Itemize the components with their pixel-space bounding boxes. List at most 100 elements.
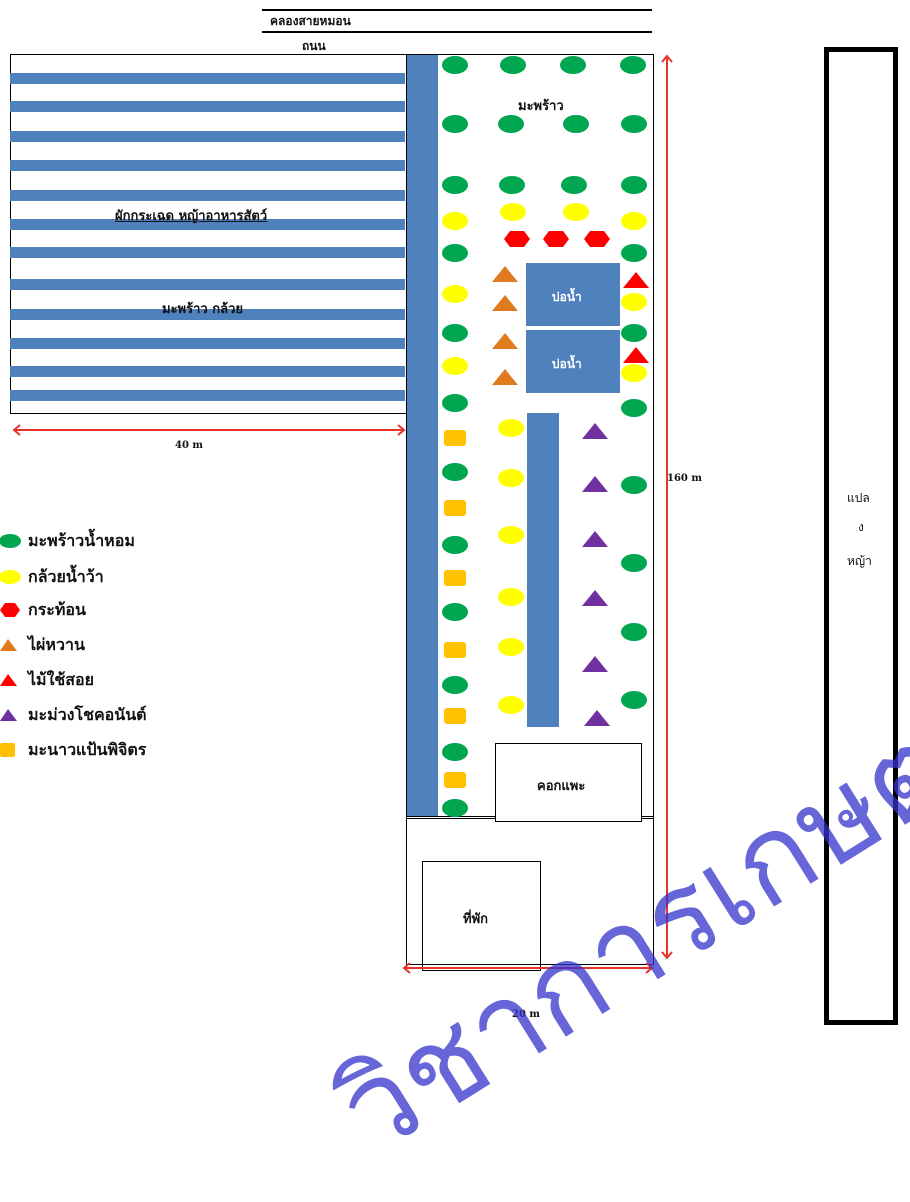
coconut-tree-marker xyxy=(621,399,647,417)
coconut-tree-marker xyxy=(442,56,468,74)
coconut-tree-marker xyxy=(563,115,589,133)
lime-tree-marker xyxy=(444,570,466,586)
banana-tree-marker xyxy=(621,364,647,382)
coconut-tree-marker xyxy=(499,176,525,194)
raised-bed-stripe xyxy=(10,390,405,401)
raised-bed-stripe xyxy=(10,160,405,171)
lime-tree-marker xyxy=(444,708,466,724)
sweet-bamboo-marker xyxy=(492,333,518,349)
banana-tree-marker xyxy=(442,285,468,303)
grass-plot-label-3: หญ้า xyxy=(847,554,872,568)
canal-top-line xyxy=(262,9,652,11)
coconut-tree-marker xyxy=(442,394,468,412)
coconut-tree-marker xyxy=(442,324,468,342)
raised-bed-stripe xyxy=(10,309,405,320)
lime-tree-marker xyxy=(444,642,466,658)
main-canal xyxy=(406,54,438,817)
length-arrow xyxy=(661,54,673,960)
pond-2-label: บ่อน้ำ xyxy=(552,357,582,371)
coconut-tree-marker xyxy=(498,115,524,133)
pond-1 xyxy=(526,263,620,326)
santol-tree-marker xyxy=(504,231,530,247)
banana-tree-marker xyxy=(498,469,524,487)
legend-item: มะนาวแป้นพิจิตร xyxy=(0,739,146,761)
raised-bed-stripe xyxy=(10,131,405,142)
coconut-tree-marker xyxy=(442,463,468,481)
green-circle-icon xyxy=(0,534,21,548)
legend-label: กล้วยน้ำว้า xyxy=(28,566,104,586)
coconut-tree-marker xyxy=(442,603,468,621)
sweet-bamboo-marker xyxy=(492,295,518,311)
legend-label: มะนาวแป้นพิจิตร xyxy=(28,739,147,759)
canal-label: คลองสายหมอน xyxy=(270,14,351,28)
goat-pen xyxy=(495,743,642,822)
mango-tree-marker xyxy=(582,476,608,492)
raised-bed-stripe xyxy=(10,101,405,112)
width-left-label: 40 m xyxy=(175,440,203,451)
mango-tree-marker xyxy=(582,656,608,672)
lime-tree-marker xyxy=(444,500,466,516)
raised-bed-stripe xyxy=(10,366,405,377)
legend-label: ไม้ใช้สอย xyxy=(28,669,95,689)
banana-tree-marker xyxy=(498,638,524,656)
banana-tree-marker xyxy=(442,357,468,375)
coconut-tree-marker xyxy=(561,176,587,194)
legend-item: กระท้อน xyxy=(0,599,86,621)
coconut-tree-marker xyxy=(500,56,526,74)
inner-ditch xyxy=(527,413,559,727)
raised-bed-stripe xyxy=(10,279,405,290)
coconut-tree-marker xyxy=(442,536,468,554)
yellow-circle-icon xyxy=(0,570,21,584)
utility-tree-marker xyxy=(623,347,649,363)
mango-tree-marker xyxy=(582,531,608,547)
lime-tree-marker xyxy=(444,772,466,788)
banana-tree-marker xyxy=(442,212,468,230)
coconut-tree-marker xyxy=(621,476,647,494)
legend-label: ไผ่หวาน xyxy=(28,634,85,654)
coconut-tree-marker xyxy=(621,554,647,572)
sweet-bamboo-marker xyxy=(492,369,518,385)
length-label: 160 m xyxy=(667,473,702,484)
width-left-arrow xyxy=(12,424,406,436)
banana-tree-marker xyxy=(498,419,524,437)
banana-tree-marker xyxy=(498,588,524,606)
legend-item: กล้วยน้ำว้า xyxy=(0,566,104,588)
house-label: ที่พัก xyxy=(463,912,489,927)
coconut-tree-marker xyxy=(621,324,647,342)
coconut-tree-marker xyxy=(621,623,647,641)
mango-tree-marker xyxy=(582,423,608,439)
banana-tree-marker xyxy=(621,212,647,230)
raised-bed-stripe xyxy=(10,73,405,84)
lime-tree-marker xyxy=(444,430,466,446)
legend-item: มะพร้าวน้ำหอม xyxy=(0,530,135,552)
coconut-tree-marker xyxy=(442,743,468,761)
raised-bed-stripe xyxy=(10,338,405,349)
tree-symbols xyxy=(442,56,649,817)
santol-tree-marker xyxy=(584,231,610,247)
coconut-tree-marker xyxy=(560,56,586,74)
banana-tree-marker xyxy=(498,526,524,544)
coconut-tree-marker xyxy=(442,176,468,194)
width-right-label: 20 m xyxy=(512,1009,540,1020)
coconut-tree-marker xyxy=(442,115,468,133)
yellow-square-icon xyxy=(0,743,15,757)
grass-plot xyxy=(824,47,898,1025)
raised-bed-label-2: มะพร้าว กล้วย xyxy=(162,302,243,317)
coconut-tree-marker xyxy=(621,691,647,709)
width-right-arrow xyxy=(402,962,654,974)
goat-pen-label: คอกแพะ xyxy=(537,779,586,794)
legend-label: มะพร้าวน้ำหอม xyxy=(28,530,135,550)
legend-item: ไผ่หวาน xyxy=(0,634,85,656)
mango-tree-marker xyxy=(584,710,610,726)
raised-bed-stripe xyxy=(10,219,405,230)
pond-1-label: บ่อน้ำ xyxy=(552,290,582,304)
legend-label: มะม่วงโชคอนันต์ xyxy=(28,704,147,724)
raised-bed-stripe xyxy=(10,247,405,258)
coconut-tree-marker xyxy=(621,115,647,133)
legend-item: ไม้ใช้สอย xyxy=(0,669,94,691)
raised-bed-label-1: ผักกระเฉด หญ้าอาหารสัตว์ xyxy=(115,209,268,224)
banana-tree-marker xyxy=(498,696,524,714)
grass-plot-label-2: ง xyxy=(858,520,864,534)
mango-tree-marker xyxy=(582,590,608,606)
canal-bottom-line xyxy=(262,31,652,33)
